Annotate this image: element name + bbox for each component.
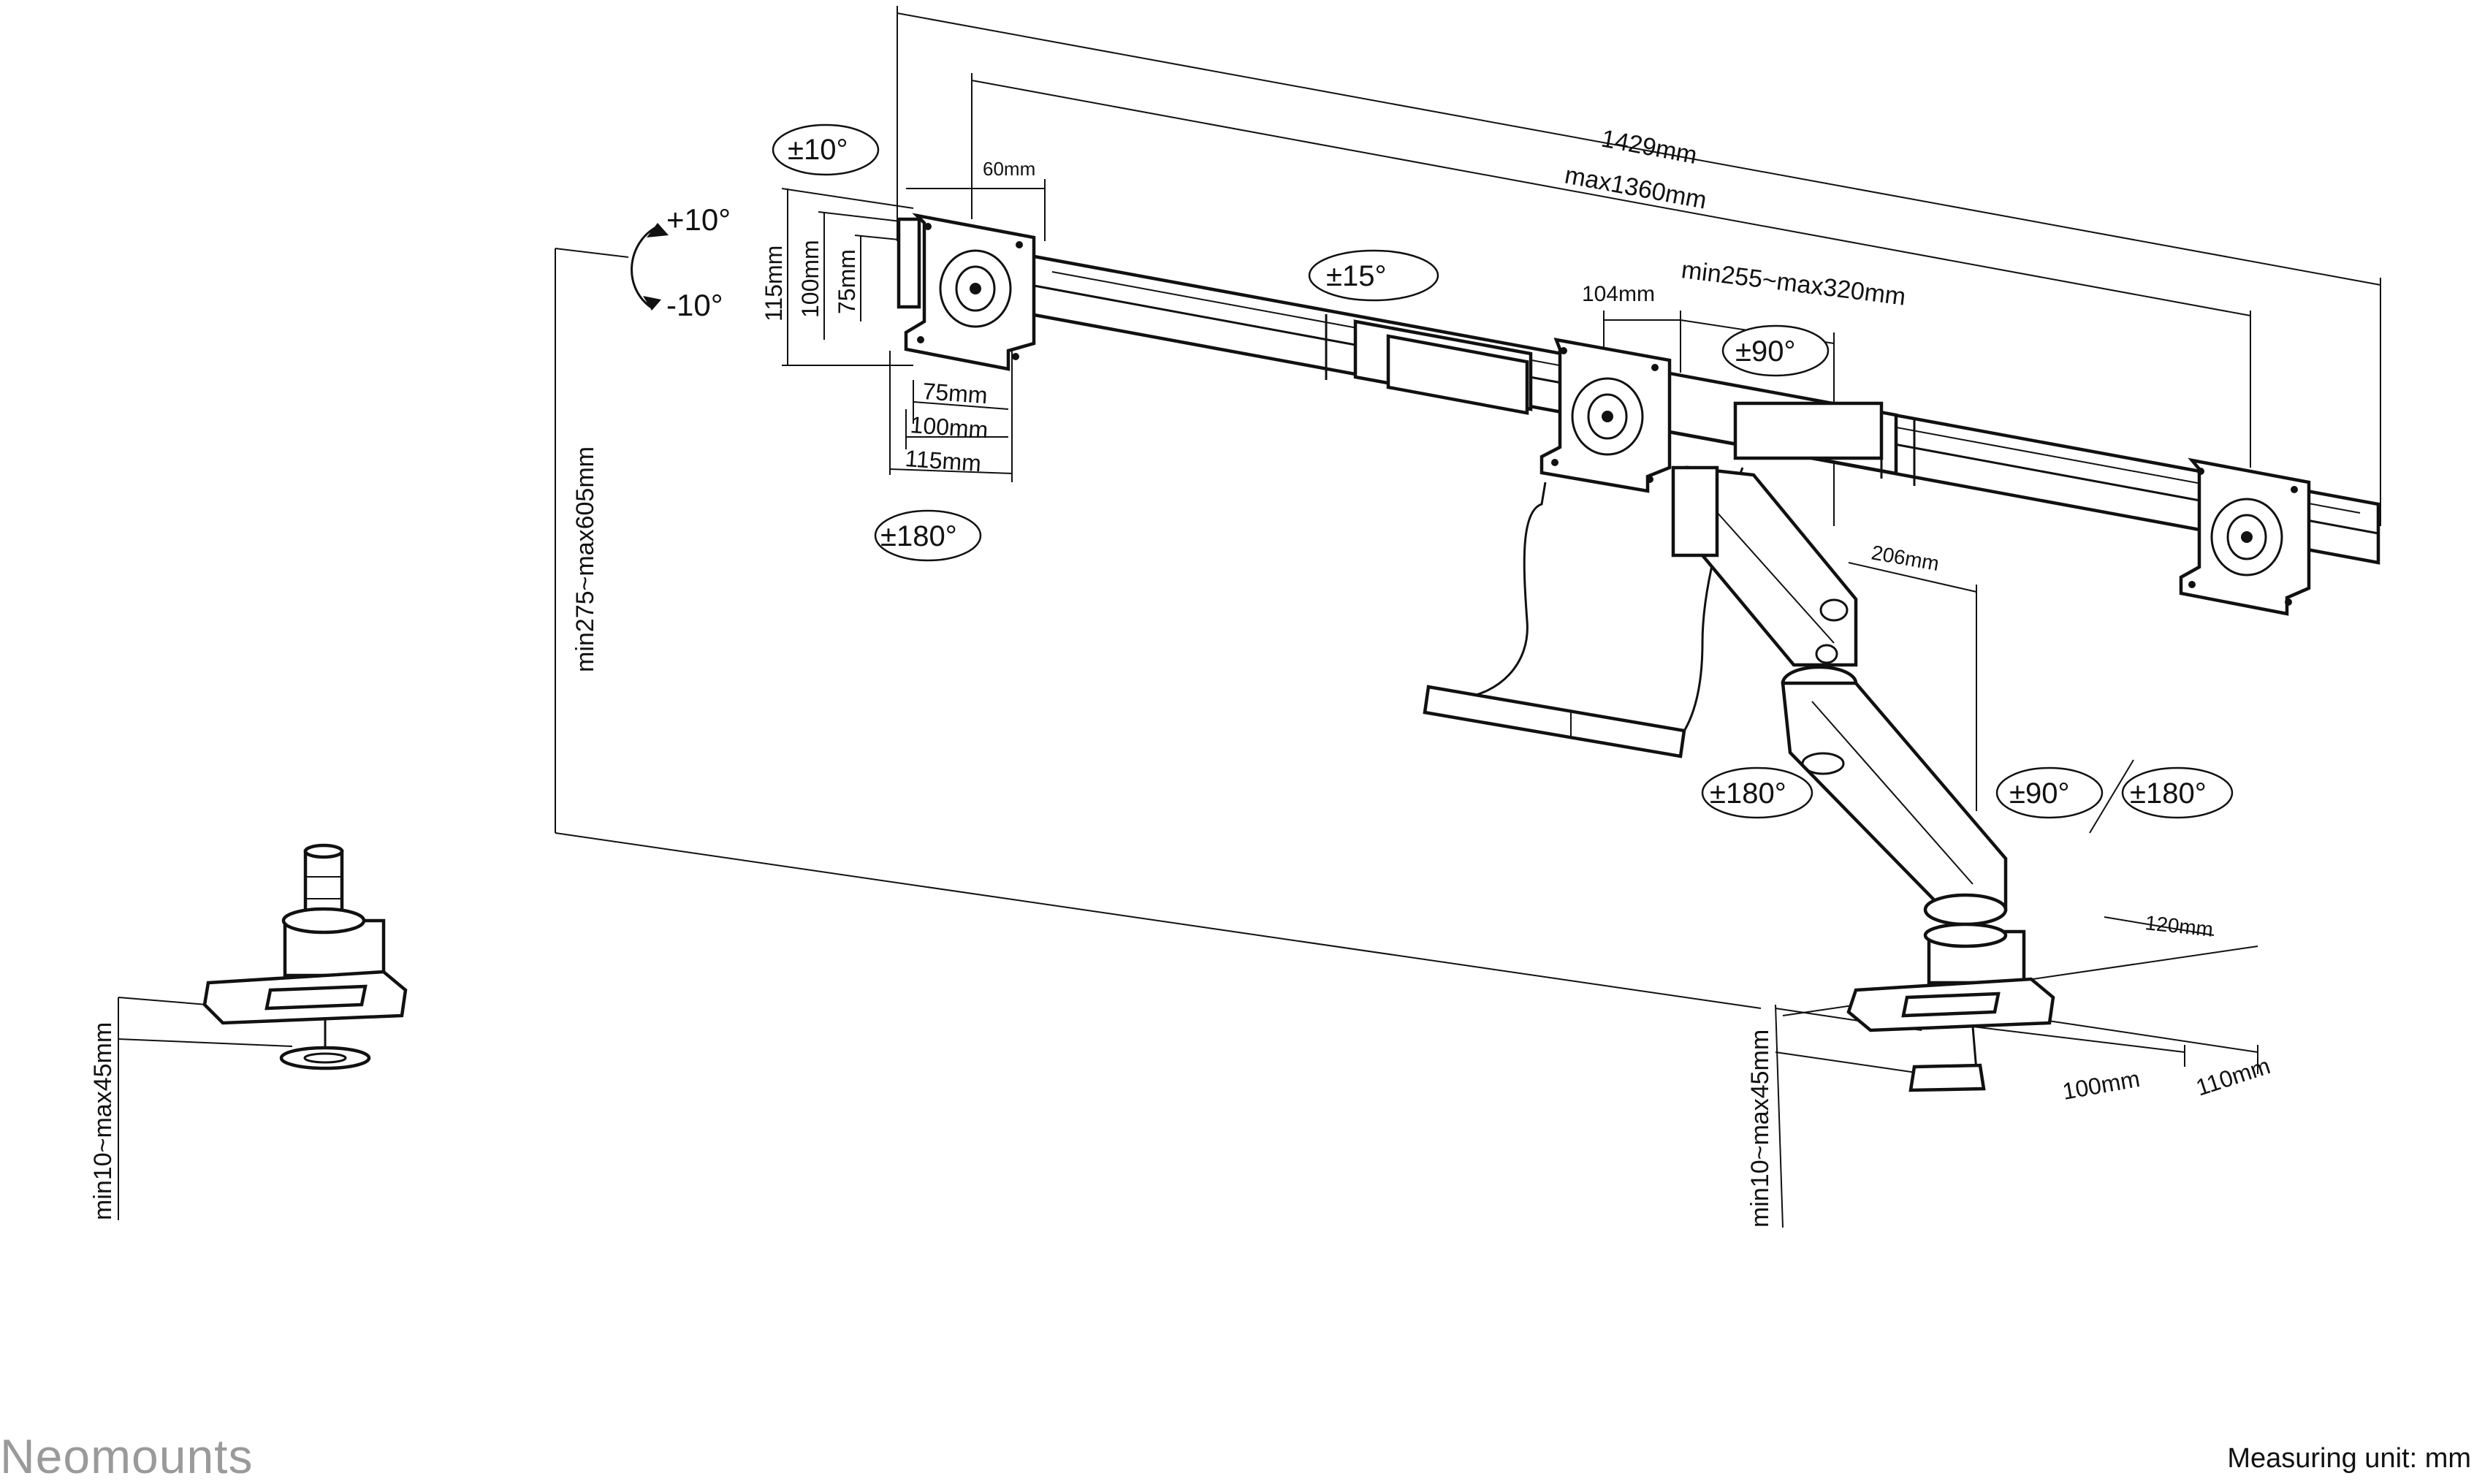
base-rotate-180-label: ±180° bbox=[2130, 777, 2207, 810]
angle-badges: ±10° ±180° ±15° ±90° ±180° ±90° ±180° +1… bbox=[631, 123, 2234, 834]
rail-tilt-label: ±15° bbox=[1326, 260, 1386, 292]
arm-offset-label: 60mm bbox=[983, 158, 1035, 180]
measuring-unit-label: Measuring unit: mm bbox=[2227, 1443, 2471, 1474]
vesa-w-115-label: 115mm bbox=[905, 445, 983, 476]
rotate-90-label: ±90° bbox=[1735, 335, 1795, 368]
desk-thickness-left-label: min10~max45mm bbox=[89, 1022, 117, 1220]
desk-base-right bbox=[1846, 922, 2055, 1092]
vesa-w-100-label: 100mm bbox=[910, 411, 989, 443]
gas-spring-arm bbox=[1671, 465, 2008, 926]
vesa-plates bbox=[904, 213, 2311, 616]
dimension-lines bbox=[118, 6, 2381, 1228]
desk-clamp-left bbox=[202, 843, 408, 1070]
tilt-up-label: +10° bbox=[666, 202, 731, 237]
vesa-plate-right bbox=[2179, 457, 2311, 616]
center-offset-label: 104mm bbox=[1582, 282, 1655, 306]
tilt-down-label: -10° bbox=[666, 288, 723, 322]
base-depth-label: 120mm bbox=[2144, 911, 2214, 941]
rail-width-label: max1360mm bbox=[1563, 161, 1709, 215]
tilt-range-label: ±10° bbox=[788, 134, 848, 166]
tilt-arrow-icon bbox=[631, 225, 658, 308]
vesa-plate-center bbox=[1539, 338, 1672, 493]
vesa-h-75-label: 75mm bbox=[834, 249, 860, 314]
vesa-h-115-label: 115mm bbox=[761, 246, 787, 321]
crossbar-rail bbox=[897, 217, 2380, 565]
base-width-100-label: 100mm bbox=[2060, 1065, 2142, 1105]
base-rotate-90-label: ±90° bbox=[2009, 777, 2069, 810]
swivel-180-left-label: ±180° bbox=[880, 520, 957, 552]
arm-swivel-label: ±180° bbox=[1710, 777, 1786, 810]
desk-thickness-right-label: min10~max45mm bbox=[1746, 1030, 1774, 1228]
vesa-w-75-label: 75mm bbox=[922, 378, 989, 408]
vesa-plate-left bbox=[904, 213, 1036, 371]
total-width-label: 1429mm bbox=[1599, 125, 1700, 170]
screen-spacing-label: min255~max320mm bbox=[1680, 256, 1907, 311]
pole-height-label: min275~max605mm bbox=[571, 446, 599, 672]
brand-logo: Neomounts bbox=[0, 1429, 254, 1483]
base-width-110-label: 110mm bbox=[2193, 1052, 2273, 1100]
vesa-h-100-label: 100mm bbox=[797, 240, 823, 318]
